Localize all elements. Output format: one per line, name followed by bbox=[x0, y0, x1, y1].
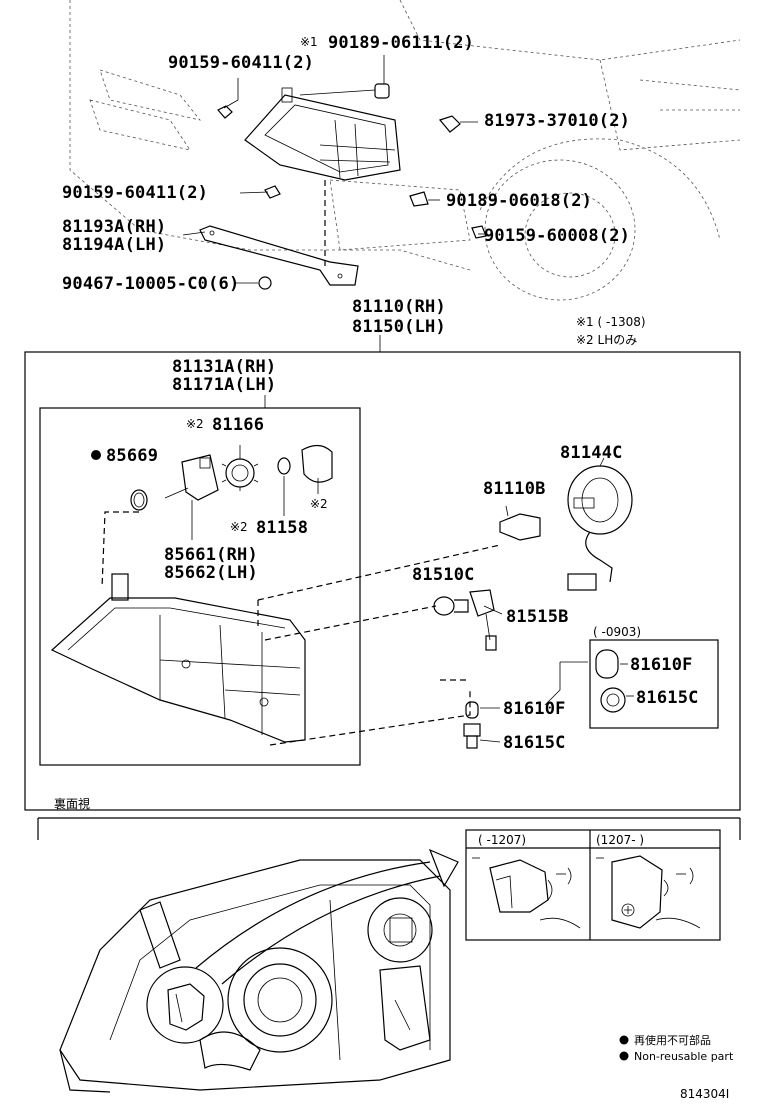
part-81110-rh: 81110(RH) bbox=[352, 297, 446, 317]
legend-dot-jp bbox=[619, 1035, 629, 1045]
rear-view-title: 裏面視 bbox=[54, 796, 90, 811]
corner-lamp-assy bbox=[244, 87, 401, 181]
inset-0903 bbox=[544, 639, 719, 729]
part-81193a-rh: 81193A(RH) bbox=[62, 217, 166, 237]
hardware-top bbox=[217, 83, 487, 290]
part-81610f-inset: 81610F bbox=[630, 655, 693, 675]
mark-2-81166: ※2 bbox=[186, 417, 204, 431]
diagram-id: 814304I bbox=[680, 1087, 729, 1101]
part-81194a-lh: 81194A(LH) bbox=[62, 235, 166, 255]
part-85669: 85669 bbox=[106, 446, 158, 466]
range-0903: ( -0903) bbox=[593, 625, 641, 639]
vehicle-body-outline bbox=[69, 0, 741, 301]
part-81515b: 81515B bbox=[506, 607, 569, 627]
footnote-1: ※1 ( -1308) bbox=[576, 315, 646, 329]
part-81973-37010: 81973-37010(2) bbox=[484, 111, 630, 131]
headlamp-rear-view bbox=[59, 848, 459, 1093]
bulbs-and-sockets bbox=[433, 457, 633, 749]
part-90159-60411-upper: 90159-60411(2) bbox=[168, 53, 314, 73]
box-dashed-leaders bbox=[257, 544, 501, 746]
legend-en: Non-reusable part bbox=[634, 1050, 734, 1063]
part-81610f: 81610F bbox=[503, 699, 566, 719]
part-81144c: 81144C bbox=[560, 443, 623, 463]
legend-dot-en bbox=[619, 1051, 629, 1061]
part-81510c: 81510C bbox=[412, 565, 475, 585]
mark-2-clamp: ※2 bbox=[310, 497, 328, 511]
part-81615c: 81615C bbox=[503, 733, 566, 753]
headlamp-housing bbox=[50, 573, 306, 743]
footnote-2: ※2 LHのみ bbox=[576, 333, 637, 347]
part-81166: 81166 bbox=[212, 415, 264, 435]
part-81131a-rh: 81131A(RH) bbox=[172, 357, 276, 377]
sub-assembly-frame bbox=[39, 407, 361, 766]
part-81171a-lh: 81171A(LH) bbox=[172, 375, 276, 395]
part-90159-60411-lower: 90159-60411(2) bbox=[62, 183, 208, 203]
part-90467-10005-c0: 90467-10005-C0(6) bbox=[62, 274, 239, 294]
part-81150-lh: 81150(LH) bbox=[352, 317, 446, 337]
headlamp-internal-parts bbox=[101, 444, 333, 589]
legend-jp: 再使用不可部品 bbox=[634, 1033, 711, 1047]
part-90189-06018: 90189-06018(2) bbox=[446, 191, 592, 211]
non-reusable-mark bbox=[91, 450, 101, 460]
bracket bbox=[199, 225, 359, 286]
range-minus-1207: ( -1207) bbox=[478, 833, 526, 847]
part-85661-rh: 85661(RH) bbox=[164, 545, 258, 565]
range-1207-plus: (1207- ) bbox=[596, 833, 644, 847]
part-85662-lh: 85662(LH) bbox=[164, 563, 258, 583]
assembly-frame bbox=[24, 351, 741, 811]
mark-2-81158: ※2 bbox=[230, 520, 248, 534]
note1-mark: ※1 bbox=[300, 35, 318, 49]
part-81110b: 81110B bbox=[483, 479, 546, 499]
part-81615c-inset: 81615C bbox=[636, 688, 699, 708]
top-leader-lines bbox=[182, 55, 486, 352]
part-90159-60008: 90159-60008(2) bbox=[484, 226, 630, 246]
part-81158: 81158 bbox=[256, 518, 308, 538]
rear-inset-boxes bbox=[465, 829, 721, 941]
part-90189-06111: 90189-06111(2) bbox=[328, 33, 474, 53]
